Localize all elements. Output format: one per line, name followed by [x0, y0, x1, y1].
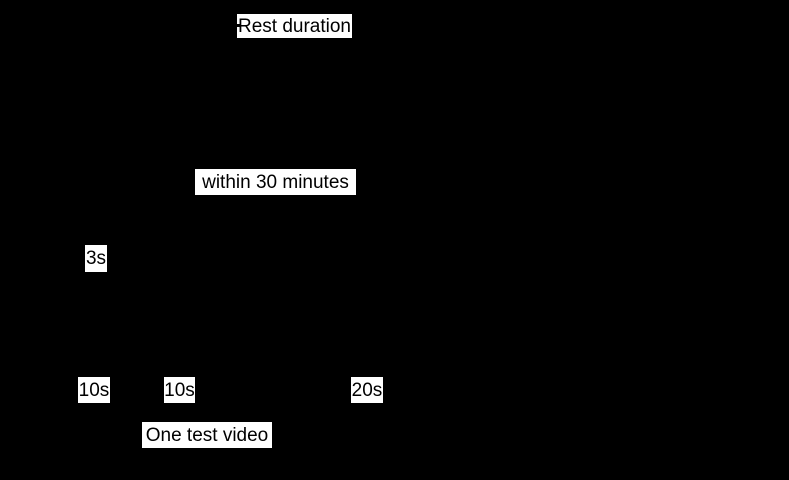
- label-video1-duration-10s: 10s: [78, 377, 110, 403]
- label-rest-duration: Rest duration: [237, 14, 352, 38]
- label-video3-duration-20s: 20s: [351, 377, 383, 403]
- label-video2-duration-10s: 10s: [164, 377, 195, 403]
- label-within-30-minutes: within 30 minutes: [195, 169, 356, 195]
- label-rest-3s: 3s: [85, 245, 107, 272]
- label-one-test-video: One test video: [142, 422, 272, 448]
- line-fragment: [233, 24, 241, 27]
